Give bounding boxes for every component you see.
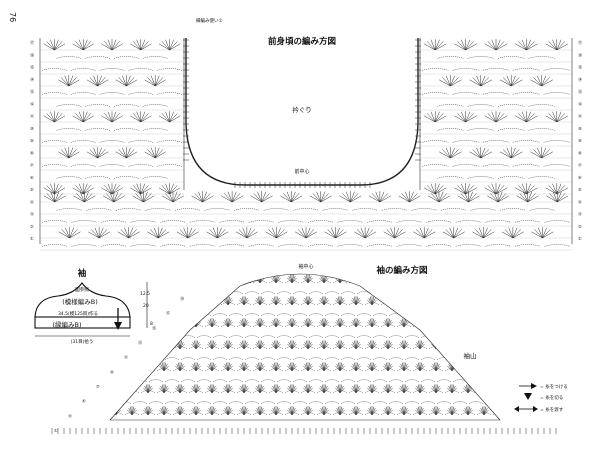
neckline-curve	[185, 38, 419, 186]
sleeve-schematic: 袖 図参照 (模様編みB) 34.5(模125目)作る (縁編みB) (31目)…	[34, 268, 153, 345]
front-row-number-right: ⑧	[578, 150, 582, 155]
sleeve-row-number: ⑲	[180, 295, 185, 302]
neckline-stitches	[183, 39, 421, 188]
front-row-number-left: ④	[30, 199, 34, 204]
sleeve-stitch-grid	[110, 274, 500, 416]
sleeve-cap-shape	[34, 282, 131, 318]
front-row-number-left: ⑯	[30, 51, 35, 58]
sleeve-chart: 袖の編み方図 袖中心 袖山 ⑲ ⑰ ⑮ ⑬ ⑪ ⑨ ⑦ ⑤ ③ ①	[54, 263, 501, 433]
front-row-number-right: ⑫	[578, 100, 583, 107]
front-row-number-right: ⑪	[578, 113, 583, 120]
front-row-number-left: ⑩	[30, 126, 34, 131]
front-row-number-left: ⑫	[30, 100, 35, 107]
front-row-number-right: ⑮	[578, 64, 583, 71]
front-row-number-right: ④	[578, 199, 582, 204]
legend-item-cut: = 糸を切る	[524, 393, 563, 401]
sleeve-center-label: 袖中心	[298, 263, 313, 270]
sleeve-row-numbers: ⑲ ⑰ ⑮ ⑬ ⑪ ⑨ ⑦ ⑤ ③ ①	[54, 295, 185, 433]
front-bottom-band	[39, 190, 573, 251]
dim-bottom: 8	[150, 321, 153, 327]
front-row-number-left: ⑧	[30, 150, 34, 155]
sleeve-row-number: ⑰	[166, 310, 171, 317]
legend-item-attach: = 糸をつける	[519, 383, 568, 390]
sleeve-row-number: ①	[54, 428, 58, 433]
front-row-number-left: ⑦	[30, 163, 34, 168]
legend-item-carry: = 糸を渡す	[514, 406, 564, 413]
front-row-number-left: ③	[30, 212, 34, 217]
front-left-panel	[39, 38, 185, 195]
sleeve-chart-title: 袖の編み方図	[375, 265, 427, 276]
front-row-number-left: ⑮	[30, 64, 35, 71]
front-row-number-right: ⑦	[578, 163, 582, 168]
dim-top: 12.5	[140, 291, 150, 297]
sleeve-row-number: ⑤	[82, 399, 86, 404]
front-row-number-left: ⑪	[30, 113, 35, 120]
front-row-number-right: ⑭	[578, 76, 583, 83]
sleeve-row-number: ⑬	[138, 339, 143, 346]
arrow-down-icon	[114, 322, 122, 330]
sleeve-row-number: ⑦	[96, 384, 100, 389]
sleeve-cap-label: 袖山	[464, 351, 477, 360]
legend: = 糸をつける = 糸を切る = 糸を渡す	[514, 383, 568, 413]
front-row-number-right: ③	[578, 212, 582, 217]
arrow-right-icon	[531, 383, 537, 389]
front-row-number-left: ⑭	[30, 76, 35, 83]
front-row-number-left: ①	[30, 236, 34, 241]
front-chart-title: 前身頃の編み方図	[268, 36, 336, 47]
front-row-number-left: ⑥	[30, 175, 34, 180]
front-center-label: 前中心	[294, 168, 309, 175]
front-row-number-left: ⑤	[30, 187, 34, 192]
front-row-number-right: ⑬	[578, 88, 583, 95]
sleeve-row-number: ⑮	[152, 324, 157, 331]
schematic-subtitle: 図参照	[75, 286, 89, 293]
front-right-panel	[419, 38, 573, 195]
page-number: 76	[8, 12, 17, 22]
front-row-number-right: ⑤	[578, 187, 582, 192]
front-row-number-right: ①	[578, 236, 582, 241]
legend-text: = 糸を切る	[540, 394, 563, 401]
sleeve-edge-band	[34, 316, 131, 329]
front-row-number-left: ②	[30, 224, 34, 229]
schematic-pattern-label: (模様編みB)	[62, 297, 98, 306]
front-row-number-right: ⑯	[578, 51, 583, 58]
front-row-number-right: ⑩	[578, 126, 582, 131]
dim-mid: 20	[143, 303, 149, 309]
front-row-number-right: ⑨	[578, 138, 582, 143]
front-row-numbers: ⑰ ⑰ ⑯ ⑯ ⑮ ⑮ ⑭ ⑭ ⑬ ⑬ ⑫ ⑫ ⑪ ⑪ ⑩ ⑩ ⑨ ⑨ ⑧ ⑧ ⑦ ⑦ ⑥ ⑥ ⑤ ⑤ ④ ④ ③ ③ ② ② ① ①	[30, 39, 583, 241]
front-row-number-left: ⑰	[30, 39, 35, 46]
front-row-number-left: ⑬	[30, 88, 35, 95]
neckline-label: 衿ぐり	[292, 105, 312, 114]
schematic-width-text: 34.5(模125目)作る	[58, 310, 98, 317]
front-row-number-right: ⑥	[578, 175, 582, 180]
legend-text: = 糸を渡す	[540, 406, 564, 413]
sleeve-row-number: ⑨	[110, 369, 114, 374]
legend-text: = 糸をつける	[540, 383, 568, 390]
front-row-number-left: ⑨	[30, 138, 34, 143]
front-body-chart: 前身頃の編み方図 衿ぐり 前中心 縁編み使い① ⑰ ⑰ ⑯ ⑯ ⑮ ⑮ ⑭ ⑭ ⑬ ⑬ ⑫ ⑫ ⑪ ⑪ ⑩ ⑩…	[30, 17, 583, 251]
schematic-bottom-text: (31目)拾う	[71, 338, 94, 345]
sleeve-schematic-title: 袖	[77, 268, 87, 279]
sleeve-row-number: ③	[68, 413, 72, 418]
front-row-number-right: ⑰	[578, 39, 583, 46]
front-row-number-right: ②	[578, 224, 582, 229]
arrow-double-icon	[533, 406, 538, 412]
triangle-icon	[524, 393, 532, 400]
sleeve-row-number: ⑪	[124, 354, 129, 361]
schematic-edge-label: (縁編みB)	[52, 320, 81, 329]
edge-note: 縁編み使い①	[196, 17, 223, 24]
